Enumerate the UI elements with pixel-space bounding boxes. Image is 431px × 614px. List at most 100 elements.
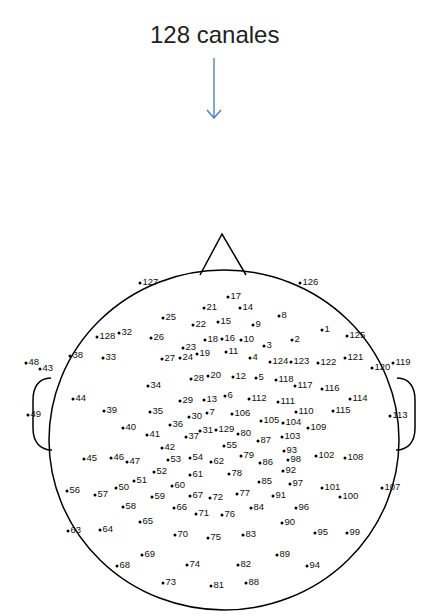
channel-number: 127 [143,277,159,287]
electrode-dot [389,415,392,418]
electrode-dot [321,388,324,391]
electrode-dot [290,361,293,364]
electrode-dot [210,585,213,588]
channel-number: 104 [286,417,302,427]
channel-number: 88 [249,577,260,587]
electrode-dot [281,522,284,525]
channel-number: 10 [244,334,255,344]
channel-number: 71 [199,508,210,518]
electrode-dot [223,445,226,448]
channel-number: 7 [210,407,215,417]
electrode-dot [139,282,142,285]
channel-number: 90 [285,517,296,527]
electrode-dot [260,420,263,423]
electrode-dot [203,399,206,402]
electrode-dot [69,355,72,358]
channel-number: 33 [106,352,117,362]
electrode-dot [250,507,253,510]
channel-number: 4 [253,352,258,362]
electrode-dot [66,490,69,493]
channel-number: 101 [325,482,341,492]
electrode-dot [161,358,164,361]
electrode-dot [225,351,228,354]
channel-number: 95 [318,527,329,537]
electrode-dot [259,462,262,465]
channel-number: 97 [293,478,304,488]
electrode-dot [231,413,234,416]
electrode-dot [110,457,113,460]
electrode-dot [278,315,281,318]
electrode-dot [240,339,243,342]
channel-number: 106 [235,408,251,418]
title: 128 canales [150,22,279,48]
electrode-dot [392,362,395,365]
channel-number: 53 [171,454,182,464]
electrode-dot [295,411,298,414]
channel-number: 109 [311,422,327,432]
electrode-dot [291,339,294,342]
electrode-dot [189,474,192,477]
channel-number: 18 [208,334,219,344]
electrode-dot [179,400,182,403]
channel-number: 105 [264,415,280,425]
channel-number: 22 [196,319,207,329]
channel-number: 11 [229,346,239,356]
electrode-dot [295,507,298,510]
channel-number: 121 [348,352,364,362]
channel-number: 102 [319,450,335,460]
electrode-dot [346,532,349,535]
channel-number: 107 [385,482,401,492]
electrode-dot [118,332,121,335]
electrode-dot [221,338,224,341]
channel-number: 32 [122,327,133,337]
electrode-dot [25,362,28,365]
channel-number: 80 [241,428,252,438]
channel-number: 21 [207,302,218,312]
channel-number: 110 [299,406,314,416]
channel-number: 35 [153,406,164,416]
channel-number: 94 [310,560,321,570]
electrode-dot [227,296,230,299]
electrode-dot [255,377,258,380]
electrode-dot [102,357,105,360]
electrode-dot [122,506,125,509]
channel-number: 98 [291,454,302,464]
electrode-dot [287,459,290,462]
electrode-dot [317,362,320,365]
electrode-dot [207,537,210,540]
electrode-dot [195,513,198,516]
channel-number: 112 [252,393,267,403]
channel-number: 108 [348,452,364,462]
electrode-dot [239,307,242,310]
electrode-dot [272,495,275,498]
electrode-dot [196,353,199,356]
electrode-dot [232,376,235,379]
electrode-dot [122,427,125,430]
electrode-dot [344,457,347,460]
channel-number: 15 [221,316,232,326]
electrode-dot [275,379,278,382]
channel-number: 122 [321,357,337,367]
channel-number: 84 [254,502,265,512]
electrode-dot [349,398,352,401]
channel-number: 20 [211,370,222,380]
electrode-dot [147,385,150,388]
electrode-dot [294,385,297,388]
electrode-dot [283,450,286,453]
electrode-dot [276,554,279,557]
channel-number: 68 [120,560,131,570]
electrode-dot [257,440,260,443]
channel-number: 34 [151,380,162,390]
channel-number: 49 [31,409,42,419]
channel-number: 31 [203,425,214,435]
channel-number: 124 [273,356,289,366]
electrode-dot [161,447,164,450]
electrode-dot [207,375,210,378]
channel-number: 126 [303,277,319,287]
channel-number: 52 [157,466,168,476]
electrode-dot [277,401,280,404]
channel-number: 63 [71,525,82,535]
electrode-dot [245,582,248,585]
channel-number: 59 [155,491,166,501]
channel-number: 3 [267,340,272,350]
